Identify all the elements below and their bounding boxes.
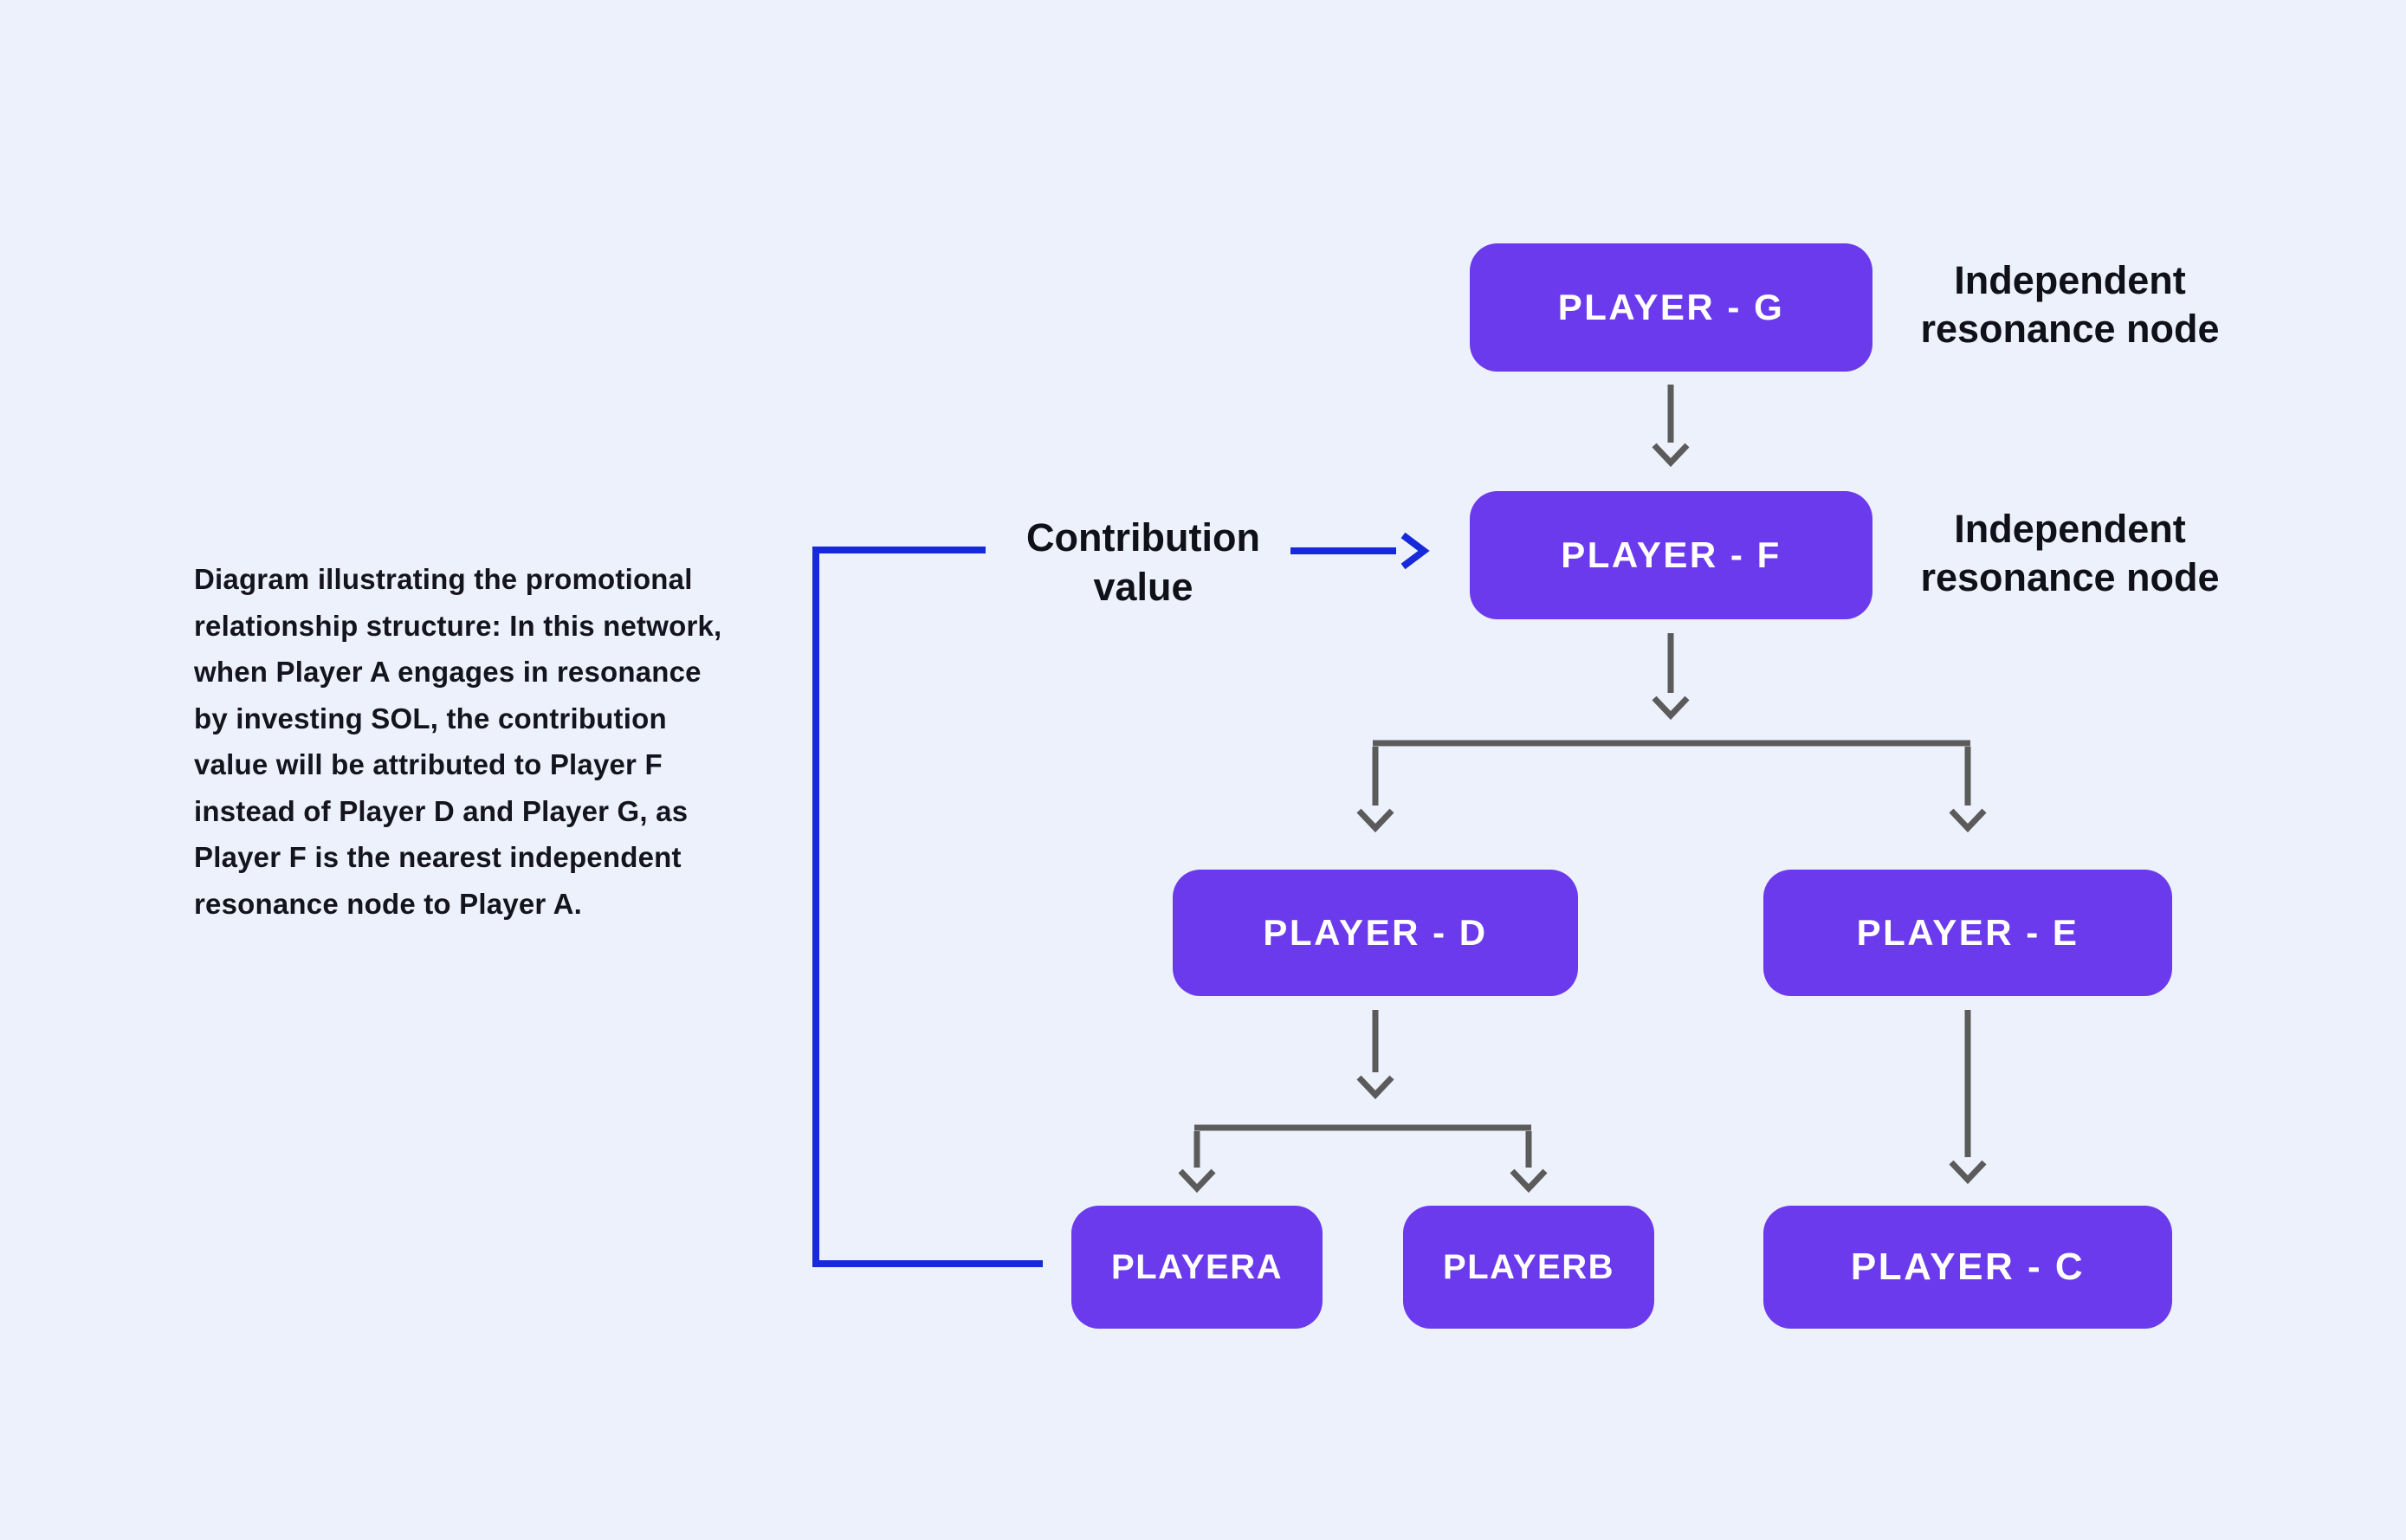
node-player-c: PLAYER - C: [1763, 1206, 2172, 1329]
arrow-e-to-c: [1949, 1010, 1987, 1185]
arrow-f-stem: [1652, 633, 1690, 721]
node-player-b: PLAYERB: [1403, 1206, 1654, 1329]
node-player-e: PLAYER - E: [1763, 870, 2172, 996]
independent-node-label-g: Independent resonance node: [1920, 258, 2220, 351]
arrow-g-to-f: [1652, 385, 1690, 468]
node-player-a: PLAYERA: [1071, 1206, 1323, 1329]
split-bar-f: [1356, 740, 1987, 833]
split-bar-d: [1178, 1124, 1548, 1194]
description-text: Diagram illustrating the promotional rel…: [194, 563, 722, 920]
contribution-value-label: Contribution value: [1026, 515, 1260, 609]
node-player-f: PLAYER - F: [1470, 491, 1872, 619]
node-player-g: PLAYER - G: [1470, 243, 1872, 372]
arrow-d-stem: [1356, 1010, 1394, 1100]
independent-node-label-f: Independent resonance node: [1920, 507, 2220, 599]
node-player-d: PLAYER - D: [1173, 870, 1578, 996]
